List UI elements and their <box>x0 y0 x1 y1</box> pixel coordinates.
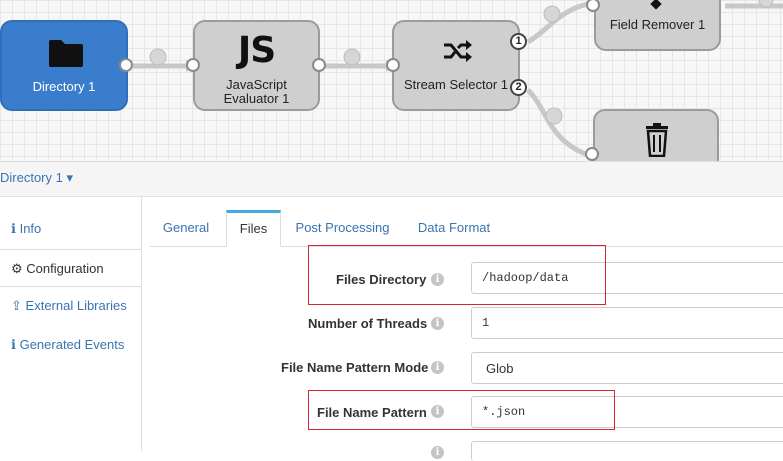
node-javascript-evaluator[interactable]: JS JavaScript Evaluator 1 <box>193 20 320 111</box>
help-icon[interactable]: i <box>431 273 444 286</box>
record-icons <box>149 0 774 125</box>
help-icon[interactable]: i <box>431 446 444 459</box>
file-name-pattern-value: *.json <box>482 405 526 419</box>
info-icon: ℹ <box>11 337 16 352</box>
next-field-input[interactable] <box>471 441 783 461</box>
node-label: Stream Selector 1 <box>403 77 509 92</box>
file-name-pattern-mode-value: Glob <box>486 361 514 376</box>
nav-item-label: Generated Events <box>19 337 125 352</box>
input-port[interactable] <box>386 58 400 72</box>
node-directory[interactable]: Directory 1 <box>0 20 128 111</box>
help-icon[interactable]: i <box>431 317 444 330</box>
files-directory-input[interactable]: /hadoop/data <box>471 262 783 294</box>
js-icon: JS <box>237 30 276 71</box>
field-remover-icon <box>650 0 662 10</box>
nav-item-label: External Libraries <box>25 298 127 313</box>
highlight-box <box>308 390 615 430</box>
shuffle-icon <box>444 40 472 62</box>
tab-post-processing[interactable]: Post Processing <box>295 220 390 235</box>
nav-item-label: Configuration <box>26 261 104 276</box>
help-icon[interactable]: i <box>431 361 444 374</box>
input-port[interactable] <box>586 0 600 12</box>
file-name-pattern-mode-label: File Name Pattern Mode <box>281 360 429 375</box>
folder-icon <box>49 40 83 67</box>
pipeline-canvas[interactable]: Directory 1 JS JavaScript Evaluator 1 St… <box>0 0 783 161</box>
config-tabs: General Files Post Processing Data Forma… <box>150 210 783 247</box>
tab-files[interactable]: Files <box>226 210 281 247</box>
node-label: Directory 1 <box>32 79 96 94</box>
output-port-2[interactable]: 2 <box>510 79 527 96</box>
file-name-pattern-input[interactable]: *.json <box>471 396 783 428</box>
output-port[interactable] <box>119 58 133 72</box>
node-trash[interactable] <box>593 109 719 161</box>
input-port[interactable] <box>186 58 200 72</box>
output-port[interactable] <box>312 58 326 72</box>
stage-bar: Directory 1 ▾ <box>0 161 783 197</box>
stage-dropdown[interactable]: Directory 1 ▾ <box>0 170 73 185</box>
info-icon: ℹ <box>11 221 16 236</box>
tab-general[interactable]: General <box>162 220 210 235</box>
files-directory-value: /hadoop/data <box>482 271 569 285</box>
node-field-remover[interactable]: Field Remover 1 <box>594 0 721 51</box>
nav-item-info[interactable]: ℹ Info <box>0 209 141 247</box>
file-name-pattern-label: File Name Pattern <box>317 405 427 420</box>
nav-item-label: Info <box>19 221 42 236</box>
number-of-threads-label: Number of Threads <box>308 316 428 331</box>
input-port[interactable] <box>585 147 599 161</box>
highlight-box <box>308 245 606 305</box>
files-directory-label: Files Directory <box>336 272 427 287</box>
file-name-pattern-mode-select[interactable]: Glob <box>471 352 783 384</box>
nav-item-generated-events[interactable]: ℹ Generated Events <box>0 325 141 363</box>
tab-data-format[interactable]: Data Format <box>417 220 491 235</box>
trash-icon <box>646 123 668 157</box>
number-of-threads-value: 1 <box>482 316 490 330</box>
edge-selector-trash <box>526 88 589 158</box>
upload-icon: ⇪ <box>11 298 22 313</box>
gear-icon: ⚙ <box>11 261 23 276</box>
node-label: JavaScript Evaluator 1 <box>223 77 290 106</box>
nav-item-configuration[interactable]: ⚙ Configuration <box>0 249 141 287</box>
number-of-threads-input[interactable]: 1 <box>471 307 783 339</box>
node-label: Field Remover 1 <box>609 17 706 32</box>
output-port-1[interactable]: 1 <box>510 33 527 50</box>
help-icon[interactable]: i <box>431 405 444 418</box>
config-left-nav: ℹ Info ⚙ Configuration ⇪ External Librar… <box>0 196 142 451</box>
nav-item-external-libraries[interactable]: ⇪ External Libraries <box>0 286 141 324</box>
node-stream-selector[interactable]: Stream Selector 1 <box>392 20 520 111</box>
